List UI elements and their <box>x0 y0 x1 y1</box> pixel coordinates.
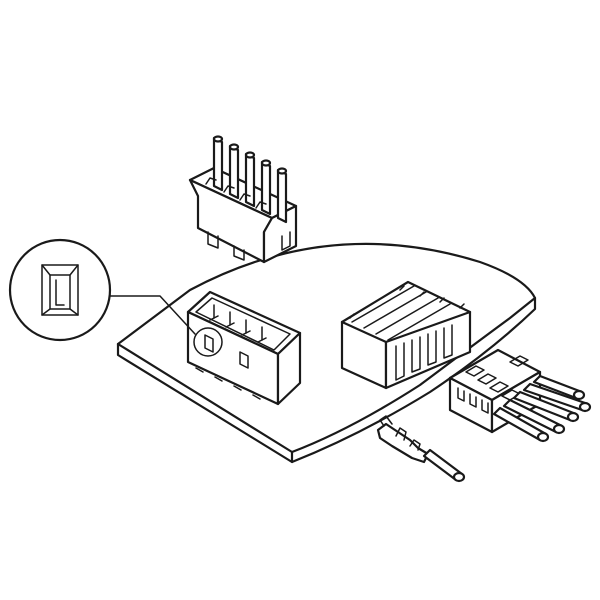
pcb <box>116 242 537 464</box>
header-on-pcb <box>186 290 302 406</box>
wires <box>492 374 592 443</box>
pins-top <box>212 135 288 224</box>
board-mount-header-top <box>188 135 298 264</box>
wire-housing <box>448 348 592 443</box>
detail-callout <box>8 238 196 342</box>
crimp-terminal <box>376 415 466 483</box>
shrouded-header-right <box>340 280 472 390</box>
